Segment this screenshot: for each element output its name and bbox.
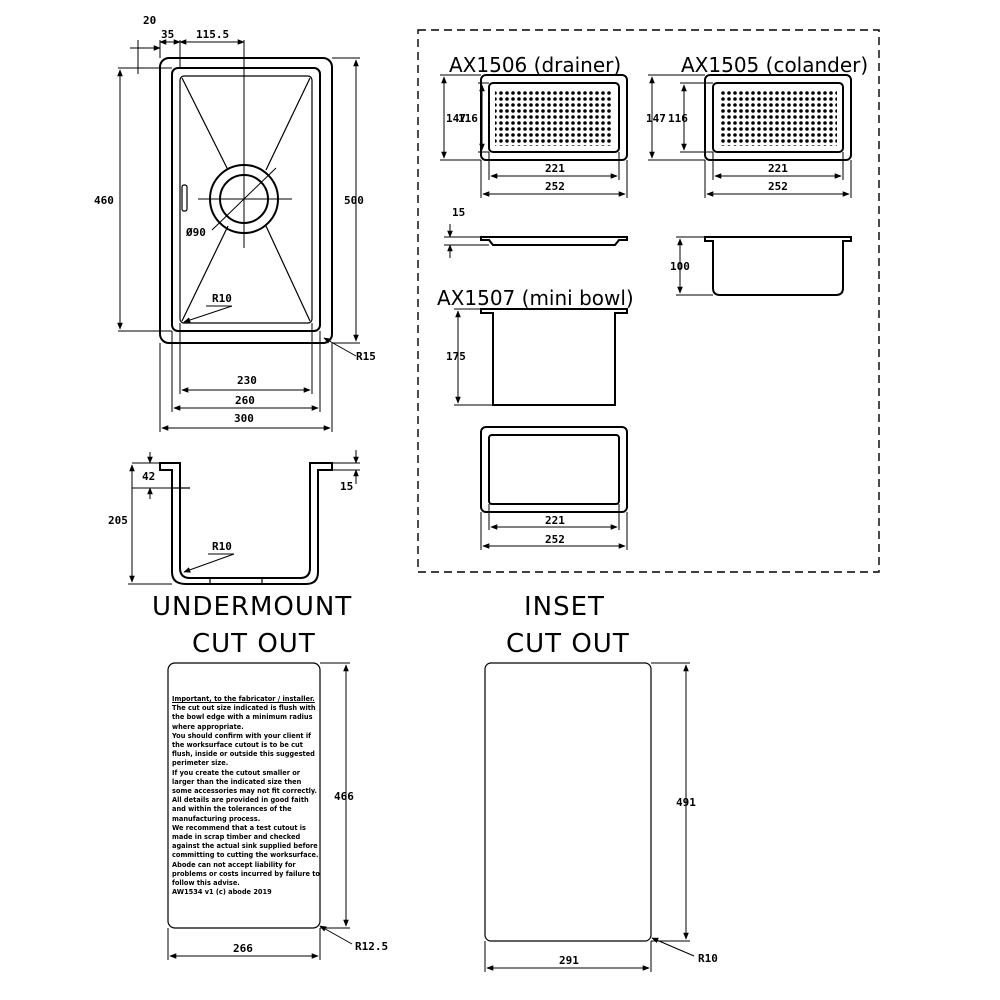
- note-line: The cut out size indicated is flush with…: [172, 704, 316, 731]
- accessories-border: [417, 29, 880, 573]
- accessories-panel: AX1506 (drainer) 147 116 221 252: [417, 29, 880, 573]
- note-line: We recommend that a test cutout is made …: [172, 823, 319, 860]
- colander-width-inner: 221: [768, 162, 788, 175]
- bowl-section-view: 42 15 205 R10: [108, 450, 360, 585]
- dim-bowl-radius: R10: [212, 292, 232, 305]
- bowl-outline: [171, 67, 321, 332]
- dim-waste-diameter: Ø90: [185, 226, 206, 239]
- fall-line: [181, 225, 229, 322]
- dim-base-radius: R10: [212, 540, 232, 553]
- undermount-title-1: UNDERMOUNT: [152, 592, 352, 622]
- dim-flange-radius: R15: [356, 350, 376, 363]
- mini-bowl-width-outer: 252: [545, 533, 565, 546]
- undermount-width: 266: [233, 942, 253, 955]
- waste-section: [209, 577, 263, 585]
- dim-depth: 205: [108, 514, 128, 527]
- dim-flange-offset: 20: [143, 14, 156, 27]
- colander-title: AX1505 (colander): [681, 53, 868, 77]
- note-line: Important, to the fabricator / installer…: [172, 695, 315, 703]
- drainer-plan: AX1506 (drainer) 147 116 221 252: [440, 53, 628, 198]
- drainer-depth: 15: [452, 206, 465, 219]
- inset-outline: [484, 662, 652, 942]
- drainer-width-inner: 221: [545, 162, 565, 175]
- note-line: AW1534 v1 (c) abode 2019: [172, 888, 272, 897]
- dim-waste-offset: 115.5: [196, 28, 229, 41]
- fall-line: [181, 77, 229, 171]
- colander-grid: [719, 89, 837, 146]
- undermount-radius: R12.5: [355, 940, 388, 953]
- inset-title-2: CUT OUT: [506, 629, 630, 659]
- inset-height: 491: [676, 796, 696, 809]
- drainer-grid: [495, 89, 613, 146]
- undermount-height: 466: [334, 790, 354, 803]
- colander-plan: AX1505 (colander) 147 116 221 252: [646, 53, 868, 198]
- mini-bowl-section: AX1507 (mini bowl) 175: [437, 286, 634, 406]
- inset-title-1: INSET: [524, 592, 605, 622]
- flange-outline: [159, 57, 333, 344]
- drainer-height-inner: 116: [458, 112, 478, 125]
- mini-bowl-width-inner: 221: [545, 514, 565, 527]
- note-line: If you create the cutout smaller or larg…: [172, 768, 318, 796]
- dim-overall-length: 500: [344, 194, 364, 207]
- dim-bowl-width: 260: [235, 394, 255, 407]
- undermount-outline: [167, 662, 321, 929]
- bowl-plan-view: 20 35 115.5 460 500 Ø90 R10 R15 230 260: [94, 14, 376, 432]
- drainer-width-outer: 252: [545, 180, 565, 193]
- fabricator-notes: Important, to the fabricator / installer…: [172, 695, 322, 897]
- dim-flange-drop: 42: [142, 470, 155, 483]
- drainer-title: AX1506 (drainer): [449, 53, 621, 77]
- undermount-cutout: UNDERMOUNT CUT OUT 466 266 R12.5: [152, 592, 388, 960]
- mini-bowl-title: AX1507 (mini bowl): [437, 286, 634, 310]
- dim-base-width: 230: [237, 374, 257, 387]
- bowl-base: [179, 75, 313, 324]
- dim-bowl-length: 460: [94, 194, 114, 207]
- undermount-title-2: CUT OUT: [192, 629, 316, 659]
- note-line: Abode can not accept liability for probl…: [172, 860, 320, 888]
- drainer-height-outer: 147: [446, 112, 466, 125]
- drainer-section: 15: [444, 206, 628, 258]
- note-line: All details are provided in good faith a…: [172, 796, 309, 823]
- colander-width-outer: 252: [768, 180, 788, 193]
- fall-line: [265, 225, 311, 322]
- note-line: You should confirm with your client if t…: [172, 731, 315, 768]
- inset-width: 291: [559, 954, 579, 967]
- dim-bowl-offset: 35: [161, 28, 174, 41]
- mini-bowl-plan: 221 252: [480, 426, 628, 550]
- mini-bowl-depth: 175: [446, 350, 466, 363]
- inset-cutout: INSET CUT OUT 491 291 R10: [484, 592, 718, 972]
- dim-overall-width: 300: [234, 412, 254, 425]
- colander-height-inner: 116: [668, 112, 688, 125]
- colander-section: 100: [670, 236, 852, 296]
- inset-radius: R10: [698, 952, 718, 965]
- dim-flange-thickness: 15: [340, 480, 353, 493]
- fall-line: [265, 77, 311, 171]
- colander-height-outer: 147: [646, 112, 666, 125]
- colander-depth: 100: [670, 260, 690, 273]
- overflow-slot: [181, 184, 188, 212]
- section-outline: [159, 462, 333, 585]
